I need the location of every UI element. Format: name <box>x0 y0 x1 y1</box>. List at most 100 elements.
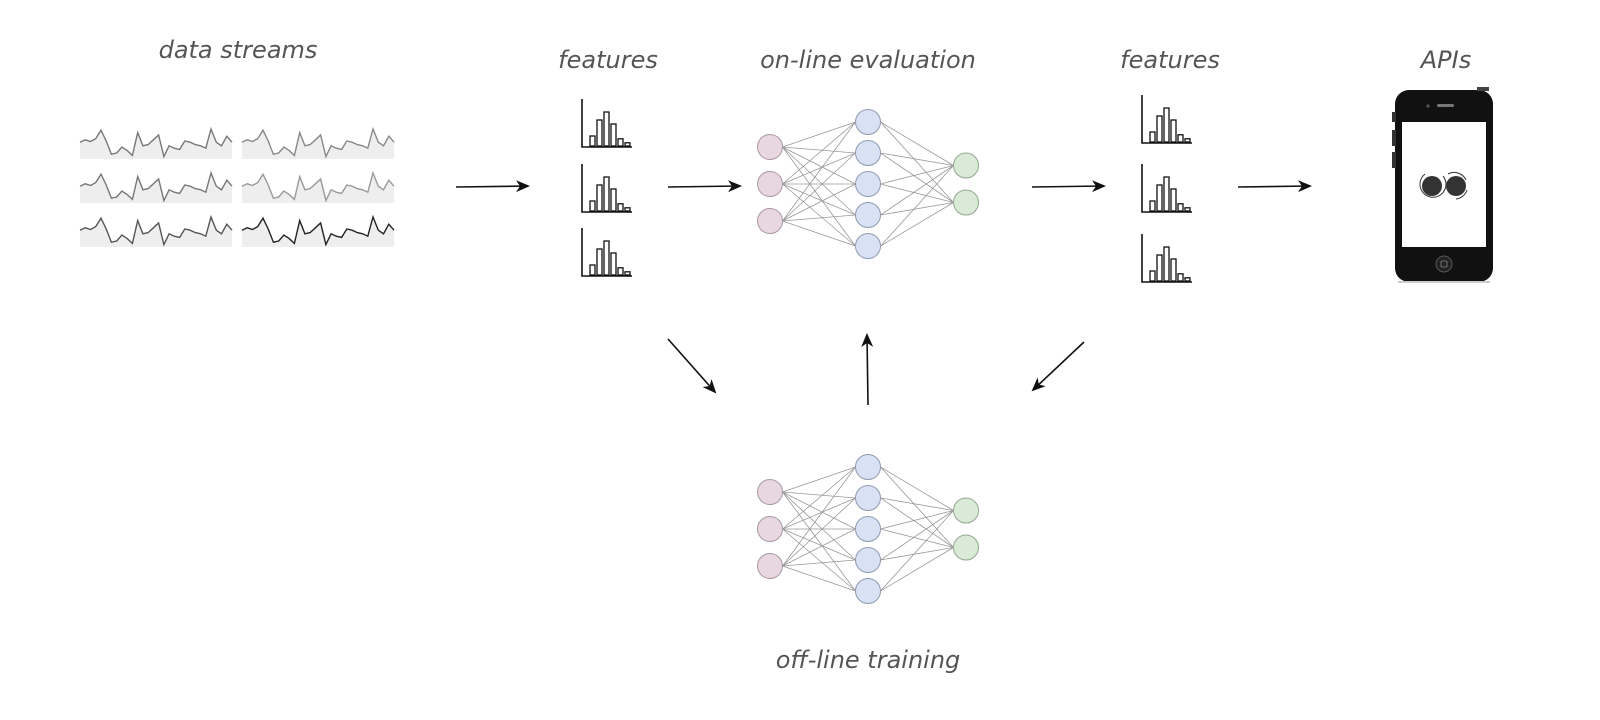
histogram-bar <box>1149 270 1156 282</box>
histogram-icon <box>1141 234 1192 283</box>
network-edge <box>880 152 954 166</box>
data-streams-sparklines <box>79 126 395 247</box>
histogram-bar <box>1177 134 1184 143</box>
histogram-axes <box>1141 164 1192 213</box>
network-edge <box>880 510 954 592</box>
network-edge <box>782 183 856 216</box>
network-edge <box>782 491 856 561</box>
network-edge <box>782 491 856 530</box>
network-edge <box>782 152 856 185</box>
label-apis: APIs <box>1419 46 1471 74</box>
hidden-node <box>855 547 881 573</box>
histogram-bar <box>1177 203 1184 212</box>
arrows <box>455 180 1312 406</box>
histogram-bar <box>1149 131 1156 143</box>
output-node <box>953 189 979 216</box>
histogram-icon <box>581 99 632 148</box>
offline-training-network <box>757 454 979 604</box>
sparkline-line <box>241 126 395 159</box>
histogram-bar <box>1184 207 1191 212</box>
hidden-node <box>855 454 881 480</box>
network-edge <box>782 152 856 222</box>
histogram-bar <box>617 138 624 147</box>
label-features-left: features <box>558 46 658 74</box>
hidden-node <box>855 140 881 166</box>
sparkline-line <box>79 214 233 247</box>
sparkline-2 <box>79 170 233 203</box>
histogram-bar <box>610 123 617 147</box>
sparkline-4 <box>79 214 233 247</box>
arrow-streams-to-features <box>455 180 530 193</box>
histogram-bar <box>1184 277 1191 282</box>
arrow-online-to-features <box>1031 180 1106 193</box>
histogram-bar <box>1163 176 1170 212</box>
network-edge <box>782 528 856 592</box>
sparkline-5 <box>241 214 395 247</box>
network-edge <box>782 497 856 567</box>
histogram-axes <box>581 228 632 277</box>
histogram-bar <box>1170 188 1177 212</box>
network-edge <box>782 466 856 567</box>
histogram-bar <box>589 200 596 212</box>
histogram-axes <box>1141 234 1192 283</box>
sparkline-line <box>79 126 233 159</box>
label-data-streams: data streams <box>159 36 318 64</box>
histogram-bar <box>596 119 603 147</box>
sparkline-3 <box>241 170 395 203</box>
network-edge <box>880 152 954 203</box>
features-histograms-right <box>1141 95 1192 283</box>
network-edge <box>880 183 954 203</box>
arrow-features-to-offline <box>667 338 717 394</box>
input-node <box>757 516 783 542</box>
histogram-bar <box>1156 184 1163 212</box>
phone-speaker <box>1437 104 1454 107</box>
phone-screen <box>1402 122 1486 247</box>
network-edge <box>880 466 954 548</box>
network-edge <box>782 214 856 222</box>
network-edge <box>782 491 856 592</box>
network-edge <box>782 121 856 148</box>
features-histograms-left <box>581 99 632 277</box>
input-node <box>757 208 783 234</box>
two-dots-logo-icon <box>1419 171 1468 200</box>
arrow-offline-to-online <box>861 333 874 406</box>
histogram-bar <box>589 264 596 276</box>
hidden-node <box>855 109 881 135</box>
network-edges <box>782 466 954 592</box>
network-edge <box>880 165 954 185</box>
network-edge <box>880 202 954 247</box>
network-edge <box>782 146 856 154</box>
histogram-bar <box>624 207 631 212</box>
histogram-bar <box>603 240 610 276</box>
network-edge <box>880 121 954 203</box>
hidden-node <box>855 485 881 511</box>
histogram-axes <box>581 99 632 148</box>
network-edge <box>880 510 954 530</box>
label-features-right: features <box>1120 46 1220 74</box>
input-node <box>757 134 783 160</box>
network-edge <box>782 183 856 247</box>
network-edge <box>782 565 856 592</box>
histogram-bar <box>1156 115 1163 143</box>
input-node <box>757 553 783 579</box>
network-edge <box>880 202 954 216</box>
arrow-features-right-to-offline <box>1031 341 1085 392</box>
histogram-bar <box>603 111 610 147</box>
network-edge <box>880 547 954 592</box>
histogram-bar <box>1163 246 1170 282</box>
histogram-bar <box>1170 119 1177 143</box>
histogram-bar <box>1184 138 1191 143</box>
online-evaluation-network <box>757 109 979 259</box>
network-edge <box>782 491 856 499</box>
hidden-node <box>855 233 881 259</box>
arrow-features-to-online <box>667 180 742 193</box>
network-edges <box>782 121 954 247</box>
hidden-node <box>855 516 881 542</box>
hidden-node <box>855 171 881 197</box>
histogram-bar <box>603 176 610 212</box>
phone-home-button <box>1435 255 1453 273</box>
network-edge <box>880 121 954 166</box>
histogram-bar <box>596 184 603 212</box>
histogram-bar <box>1149 200 1156 212</box>
sparkline-line <box>79 170 233 203</box>
